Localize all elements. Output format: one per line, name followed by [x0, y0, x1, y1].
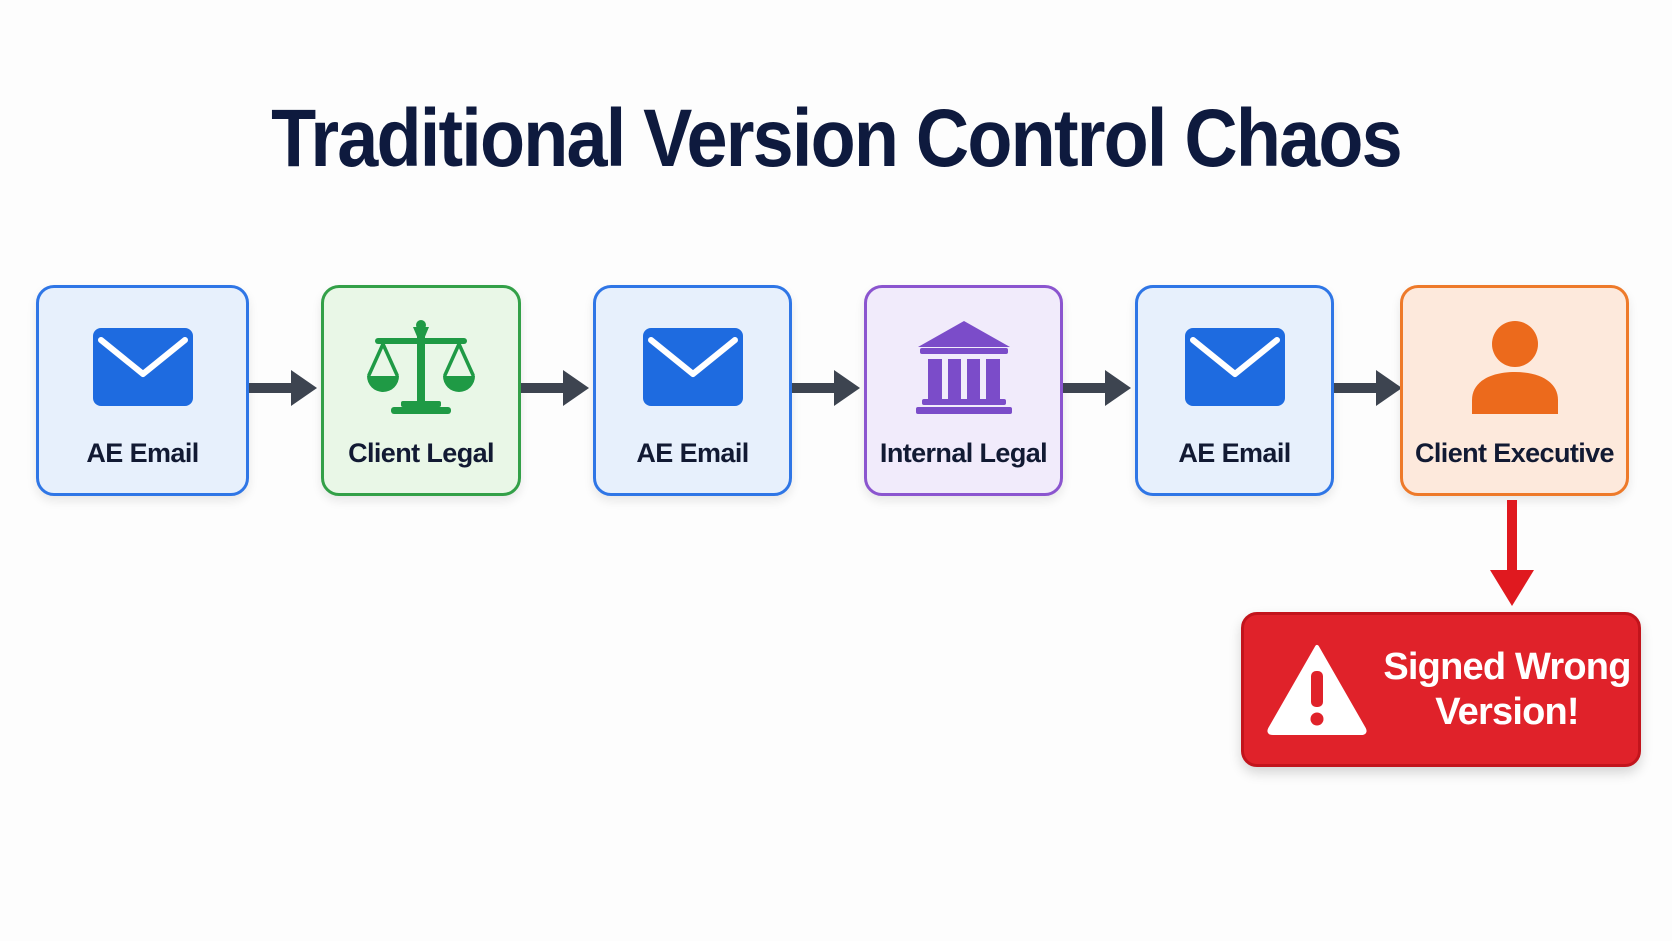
step-label: Client Legal [348, 438, 494, 468]
signed-wrong-version-alert: Signed Wrong Version! [1241, 612, 1641, 767]
arrow-right-icon [1063, 370, 1131, 406]
arrow-down-icon [1490, 500, 1534, 606]
step-label: AE Email [86, 438, 199, 468]
warning-triangle-icon [1267, 645, 1367, 735]
step-label: Internal Legal [879, 438, 1048, 468]
step-client-legal: Client Legal [321, 285, 521, 496]
step-internal-legal: Internal Legal [864, 285, 1063, 496]
envelope-icon [638, 322, 748, 412]
arrow-right-icon [1334, 370, 1402, 406]
envelope-icon [88, 322, 198, 412]
arrow-right-icon [521, 370, 589, 406]
step-ae-email-1: AE Email [36, 285, 249, 496]
bank-building-icon [909, 321, 1019, 414]
step-client-executive: Client Executive [1400, 285, 1629, 496]
envelope-icon [1180, 322, 1290, 412]
arrow-right-icon [792, 370, 860, 406]
alert-text-line-2: Version! [1435, 690, 1579, 733]
person-icon [1460, 321, 1570, 414]
alert-text-line-1: Signed Wrong [1383, 645, 1631, 688]
arrow-right-icon [249, 370, 317, 406]
step-label: AE Email [636, 438, 749, 468]
step-label: Client Executive [1415, 438, 1615, 468]
step-ae-email-2: AE Email [593, 285, 792, 496]
step-ae-email-3: AE Email [1135, 285, 1334, 496]
alert-message: Signed Wrong Version! [1382, 615, 1632, 764]
diagram-title: Traditional Version Control Chaos [271, 93, 1403, 184]
step-label: AE Email [1178, 438, 1291, 468]
scales-icon [366, 320, 476, 414]
